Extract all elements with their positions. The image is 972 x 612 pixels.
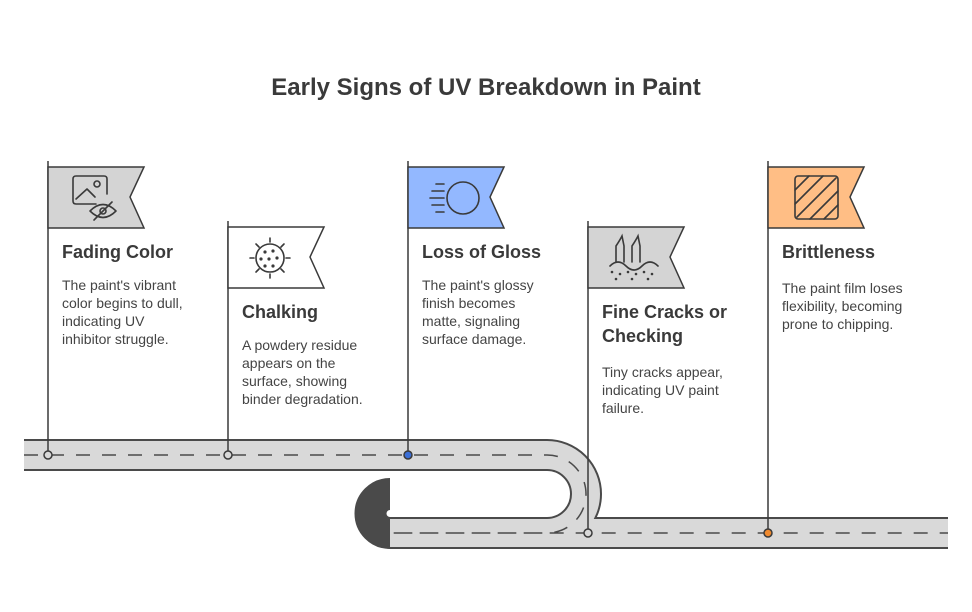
milestone-3-desc-line: finish becomes — [422, 295, 516, 311]
milestone-3-desc-line: surface damage. — [422, 331, 527, 347]
flag-1 — [47, 166, 146, 229]
milestone-2-desc-line: binder degradation. — [242, 391, 363, 407]
milestone-5-description: The paint film loses flexibility, becomi… — [782, 279, 932, 333]
milestone-1-desc-line: The paint's vibrant — [62, 277, 176, 293]
milestone-5-desc-line: The paint film loses — [782, 280, 903, 296]
milestone-1-desc-line: inhibitor struggle. — [62, 331, 169, 347]
milestone-4-desc-line: indicating UV paint — [602, 382, 719, 398]
milestone-2-title: Chalking — [242, 302, 319, 322]
marker-1 — [43, 450, 53, 460]
image-eye-off-icon — [72, 175, 117, 221]
milestone-1-desc-line: indicating UV — [62, 313, 145, 329]
diagram-title: Early Signs of UV Breakdown in Paint — [271, 74, 701, 101]
flag-3 — [407, 166, 506, 229]
milestone-2-desc-line: surface, showing — [242, 373, 348, 389]
milestone-4-description: Tiny cracks appear, indicating UV paint … — [602, 363, 752, 417]
winding-road — [24, 439, 948, 549]
milestone-3-title: Loss of Gloss — [422, 242, 542, 262]
milestone-3-description: The paint's glossy finish becomes matte,… — [422, 276, 572, 348]
marker-5 — [763, 528, 773, 538]
milestone-4-title: Fine Cracks or Checking — [602, 300, 752, 348]
hatched-square-icon — [794, 175, 839, 220]
surface-cracks-icon — [609, 233, 659, 281]
milestone-3-desc-line: matte, signaling — [422, 313, 521, 329]
milestone-1-title: Fading Color — [62, 242, 173, 262]
milestone-5-desc-line: prone to chipping. — [782, 316, 894, 332]
milestone-3-desc-line: The paint's glossy — [422, 277, 534, 293]
milestone-2-desc-line: A powdery residue — [242, 337, 358, 353]
milestone-4-title-line: Fine Cracks or — [602, 302, 728, 322]
milestone-5-title: Brittleness — [782, 242, 876, 262]
milestone-4-desc-line: Tiny cracks appear, — [602, 364, 723, 380]
dotted-sun-icon — [249, 237, 291, 279]
milestone-2-desc-line: appears on the — [242, 355, 336, 371]
milestone-2-description: A powdery residue appears on the surface… — [242, 336, 392, 408]
milestone-4-desc-line: failure. — [602, 400, 645, 416]
milestone-1-description: The paint's vibrant color begins to dull… — [62, 276, 212, 348]
marker-4 — [583, 528, 593, 538]
marker-3 — [403, 450, 413, 460]
marker-2 — [223, 450, 233, 460]
milestone-1-desc-line: color begins to dull, — [62, 295, 183, 311]
flag-4 — [587, 226, 686, 289]
milestone-4-title-line: Checking — [602, 326, 684, 346]
fading-circle-icon — [429, 181, 480, 215]
milestone-5-desc-line: flexibility, becoming — [782, 298, 903, 314]
